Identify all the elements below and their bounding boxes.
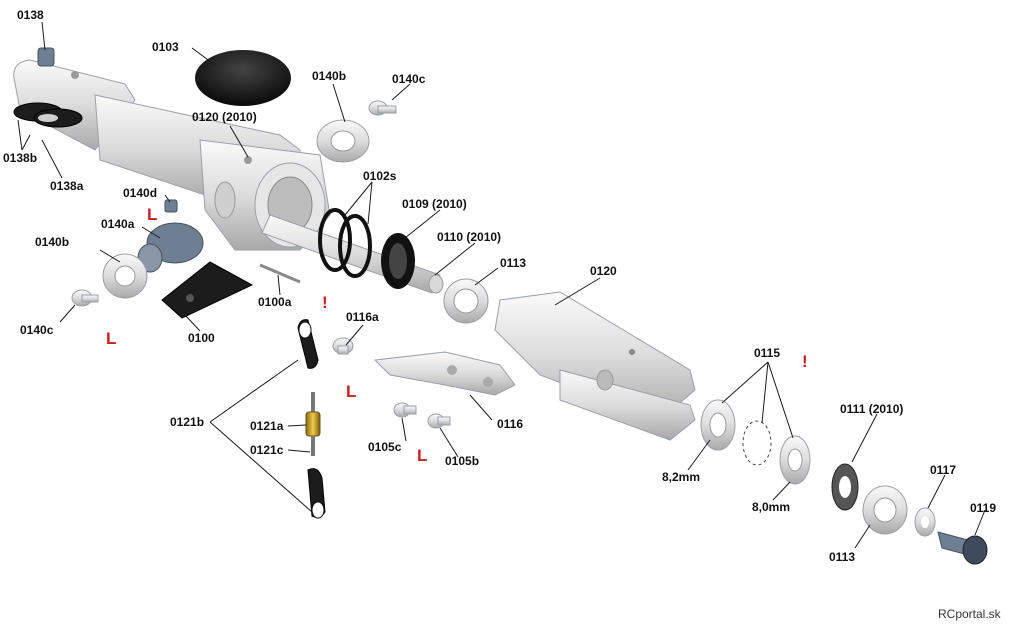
blade-grip-0120 — [494, 291, 696, 441]
ring-0140b-left — [102, 253, 148, 299]
label-0120: 0120 — [590, 264, 617, 278]
label-0140a: 0140a — [101, 217, 135, 231]
screw-0140c-top — [368, 100, 397, 116]
nut-0140d — [164, 199, 178, 213]
screw-0105b — [427, 413, 451, 429]
label-0105b: 0105b — [445, 454, 479, 468]
loctite-mark: L — [417, 446, 427, 465]
label-0140c-top: 0140c — [392, 72, 426, 86]
label-0121b: 0121b — [170, 415, 204, 429]
part-labels: 0138 0103 0140b 0140c 0120 (2010) 0138b … — [3, 8, 996, 564]
loctite-mark: L — [147, 205, 157, 224]
leader-lines — [17, 21, 986, 549]
dome-0103 — [195, 50, 291, 106]
pin-0100a — [259, 263, 301, 284]
label-0116: 0116 — [497, 417, 523, 431]
label-8-2mm: 8,2mm — [662, 470, 700, 484]
label-0138a: 0138a — [50, 179, 84, 193]
label-0121c: 0121c — [250, 443, 284, 457]
red-markers: L L L L ! ! — [106, 205, 808, 465]
label-0105c: 0105c — [368, 440, 402, 454]
bearing-0113-bottom — [862, 485, 908, 535]
label-0100a: 0100a — [258, 295, 292, 309]
label-0113-bottom: 0113 — [829, 550, 855, 564]
washer-0111 — [831, 463, 859, 511]
ring-0140b-top — [316, 119, 370, 163]
label-0117: 0117 — [930, 463, 956, 477]
link-0121a — [305, 392, 321, 456]
loctite-mark: L — [346, 382, 356, 401]
bolt-0138 — [37, 47, 55, 67]
credit-text: RCportal.sk — [938, 607, 1002, 621]
label-0140d: 0140d — [123, 186, 157, 200]
bolt-0119 — [937, 531, 988, 565]
arm-0100 — [161, 261, 254, 319]
label-0113-top: 0113 — [500, 256, 526, 270]
washers-0138b — [13, 102, 83, 128]
rod-end-0121b-bottom — [307, 468, 326, 519]
rod-end-0121b-top — [297, 319, 319, 369]
label-0116a: 0116a — [346, 310, 379, 324]
label-0115: 0115 — [754, 346, 780, 360]
orings-0102s — [318, 208, 372, 278]
label-0140b-top: 0140b — [312, 69, 346, 83]
label-0111: 0111 (2010) — [840, 402, 903, 416]
label-0121a: 0121a — [250, 419, 284, 433]
label-0138b: 0138b — [3, 151, 37, 165]
label-0100: 0100 — [188, 331, 215, 345]
bearing-0109 — [381, 233, 415, 289]
arm-0116 — [373, 351, 516, 396]
label-8-0mm: 8,0mm — [752, 500, 790, 514]
shims-0115 — [700, 399, 811, 485]
label-0138: 0138 — [17, 8, 44, 22]
spindle-shaft — [261, 214, 444, 294]
warning-mark: ! — [322, 293, 328, 312]
bearing-0113-top — [443, 278, 489, 324]
label-0119: 0119 — [970, 501, 996, 515]
loctite-mark: L — [106, 329, 116, 348]
label-0103: 0103 — [152, 40, 179, 54]
label-0140b-left: 0140b — [35, 235, 69, 249]
label-0120-2010: 0120 (2010) — [192, 110, 257, 124]
screw-0105c — [393, 402, 417, 418]
label-0102s: 0102s — [363, 169, 397, 183]
label-0110: 0110 (2010) — [437, 230, 501, 244]
screw-0140c-left — [71, 289, 99, 307]
label-0140c-left: 0140c — [20, 323, 54, 337]
blade-grip-2010 — [13, 59, 331, 251]
warning-mark: ! — [802, 352, 808, 371]
label-0109: 0109 (2010) — [402, 197, 467, 211]
washer-0117 — [914, 507, 936, 537]
